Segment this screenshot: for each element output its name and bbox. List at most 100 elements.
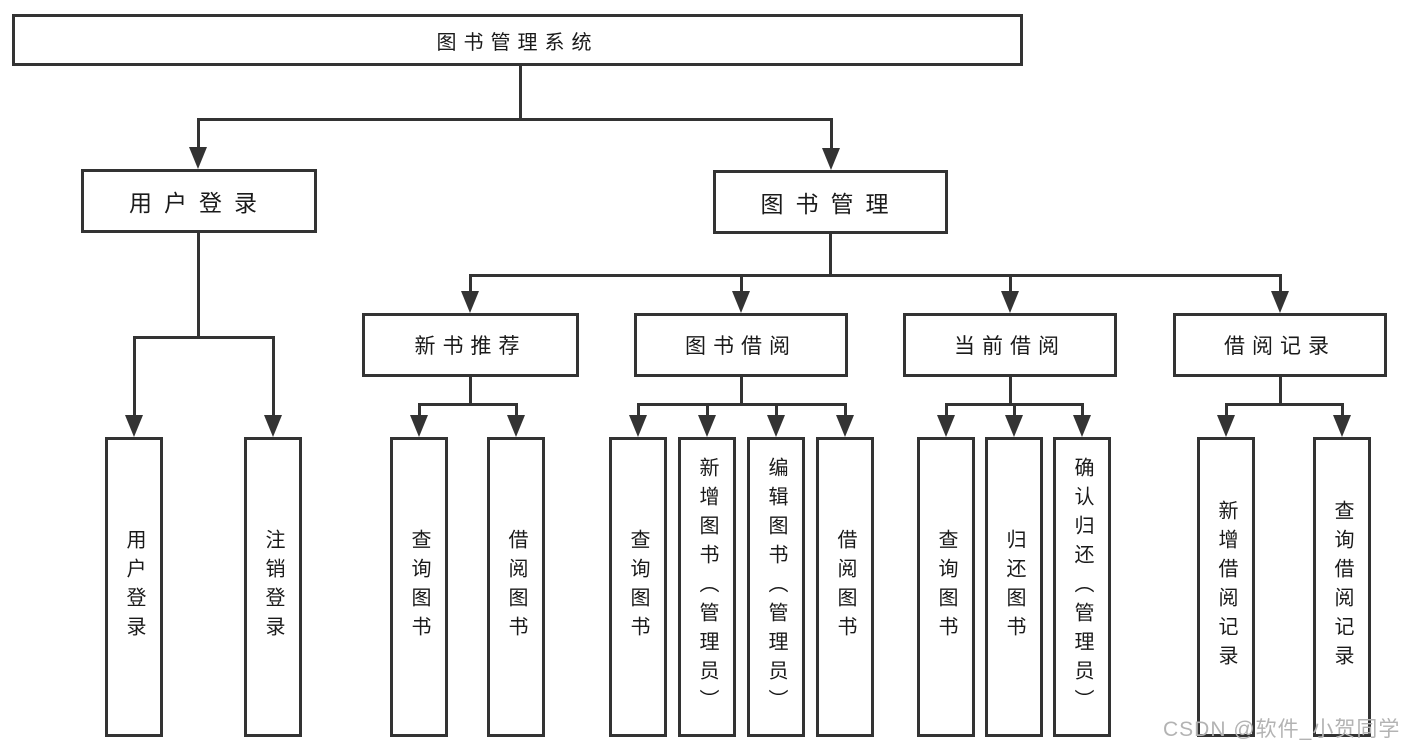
arrow-head-icon <box>937 415 955 437</box>
node-book-management-label: 图书管理 <box>760 191 901 217</box>
node-book-borrowing: 图书借阅 <box>634 313 848 377</box>
arrow-stem <box>829 118 833 152</box>
arrow-stem <box>468 274 472 295</box>
arrow-head-icon <box>410 415 428 437</box>
arrow-to-book-borrowing <box>732 274 750 313</box>
arrow-head-icon <box>1005 415 1023 437</box>
arrow-stem <box>1080 403 1084 419</box>
node-root: 图书管理系统 <box>12 14 1023 66</box>
connector-borrowing-records-vline <box>1279 377 1282 403</box>
arrow-head-icon <box>507 415 525 437</box>
connector-level3-hline <box>469 274 1282 277</box>
arrow-stem <box>944 403 948 419</box>
arrow-leaf <box>1073 403 1091 437</box>
connector-root-vline <box>519 66 522 118</box>
leaf-logout-label: 注销登录 <box>262 529 284 645</box>
arrow-leaf <box>698 403 716 437</box>
leaf-query-books-current-label: 查询图书 <box>935 529 957 645</box>
connector-current-borrowing-vline <box>1009 377 1012 403</box>
connector-level1-hline <box>197 118 833 121</box>
arrow-leaf <box>937 403 955 437</box>
node-book-borrowing-label: 图书借阅 <box>685 335 797 358</box>
node-user-login-label: 用户登录 <box>129 190 269 216</box>
node-new-book-recommend: 新书推荐 <box>362 313 579 377</box>
connector-book-management-vline <box>829 234 832 274</box>
leaf-add-borrow-record: 新增借阅记录 <box>1197 437 1255 737</box>
node-borrowing-records-label: 借阅记录 <box>1224 335 1336 358</box>
leaf-edit-books-admin: 编辑图书（管理员） <box>747 437 805 737</box>
leaf-query-books-recommend: 查询图书 <box>390 437 448 737</box>
arrow-stem <box>739 274 743 295</box>
arrow-stem <box>1008 274 1012 295</box>
connector-book-borrowing-vline <box>740 377 743 403</box>
leaf-user-login: 用户登录 <box>105 437 163 737</box>
arrow-stem <box>1224 403 1228 419</box>
leaf-query-books-recommend-label: 查询图书 <box>408 529 430 645</box>
node-borrowing-records: 借阅记录 <box>1173 313 1387 377</box>
leaf-borrow-books-label: 借阅图书 <box>834 529 856 645</box>
connector-user-login-vline <box>197 233 200 336</box>
arrow-head-icon <box>1073 415 1091 437</box>
arrow-stem <box>271 336 275 419</box>
leaf-return-books-label: 归还图书 <box>1003 529 1025 645</box>
leaf-borrow-books: 借阅图书 <box>816 437 874 737</box>
node-current-borrowing-label: 当前借阅 <box>954 335 1066 358</box>
leaf-add-borrow-record-label: 新增借阅记录 <box>1215 500 1237 674</box>
connector-book-borrowing-hline <box>637 403 847 406</box>
arrow-stem <box>1278 274 1282 295</box>
arrow-head-icon <box>1333 415 1351 437</box>
arrow-head-icon <box>1001 291 1019 313</box>
arrow-leaf <box>1333 403 1351 437</box>
arrow-head-icon <box>629 415 647 437</box>
arrow-leaf <box>629 403 647 437</box>
arrow-stem <box>1012 403 1016 419</box>
arrow-stem <box>636 403 640 419</box>
connector-new-book-hline <box>418 403 518 406</box>
arrow-stem <box>1340 403 1344 419</box>
node-new-book-recommend-label: 新书推荐 <box>414 335 527 358</box>
leaf-query-books-borrowing-label: 查询图书 <box>627 529 649 645</box>
leaf-query-books-current: 查询图书 <box>917 437 975 737</box>
leaf-return-books: 归还图书 <box>985 437 1043 737</box>
arrow-to-user-login <box>189 118 207 169</box>
arrow-stem <box>417 403 421 419</box>
leaf-query-borrow-record: 查询借阅记录 <box>1313 437 1371 737</box>
connector-new-book-vline <box>469 377 472 403</box>
node-current-borrowing: 当前借阅 <box>903 313 1117 377</box>
arrow-stem <box>132 336 136 419</box>
arrow-stem <box>514 403 518 419</box>
arrow-to-current-borrowing <box>1001 274 1019 313</box>
connector-borrowing-records-hline <box>1225 403 1344 406</box>
arrow-to-book-management <box>822 118 840 170</box>
arrow-leaf <box>1217 403 1235 437</box>
arrow-head-icon <box>189 147 207 169</box>
leaf-borrow-books-recommend-label: 借阅图书 <box>505 529 527 645</box>
arrow-stem <box>705 403 709 419</box>
arrow-leaf <box>836 403 854 437</box>
arrow-stem <box>843 403 847 419</box>
arrow-head-icon <box>1217 415 1235 437</box>
arrow-leaf <box>410 403 428 437</box>
leaf-confirm-return-admin: 确认归还（管理员） <box>1053 437 1111 737</box>
arrow-head-icon <box>732 291 750 313</box>
leaf-query-borrow-record-label: 查询借阅记录 <box>1331 500 1353 674</box>
arrow-head-icon <box>767 415 785 437</box>
arrow-head-icon <box>264 415 282 437</box>
leaf-add-books-admin: 新增图书（管理员） <box>678 437 736 737</box>
leaf-query-books-borrowing: 查询图书 <box>609 437 667 737</box>
leaf-logout: 注销登录 <box>244 437 302 737</box>
connector-user-login-hline <box>133 336 275 339</box>
arrow-head-icon <box>461 291 479 313</box>
arrow-leaf <box>507 403 525 437</box>
arrow-to-leaf-logout <box>264 336 282 437</box>
arrow-stem <box>196 118 200 151</box>
leaf-confirm-return-admin-label: 确认归还（管理员） <box>1071 456 1093 718</box>
arrow-head-icon <box>822 148 840 170</box>
arrow-leaf <box>1005 403 1023 437</box>
csdn-watermark: CSDN @软件_小贺同学 <box>1163 718 1401 741</box>
arrow-head-icon <box>125 415 143 437</box>
leaf-borrow-books-recommend: 借阅图书 <box>487 437 545 737</box>
arrow-head-icon <box>698 415 716 437</box>
node-root-label: 图书管理系统 <box>436 31 599 54</box>
